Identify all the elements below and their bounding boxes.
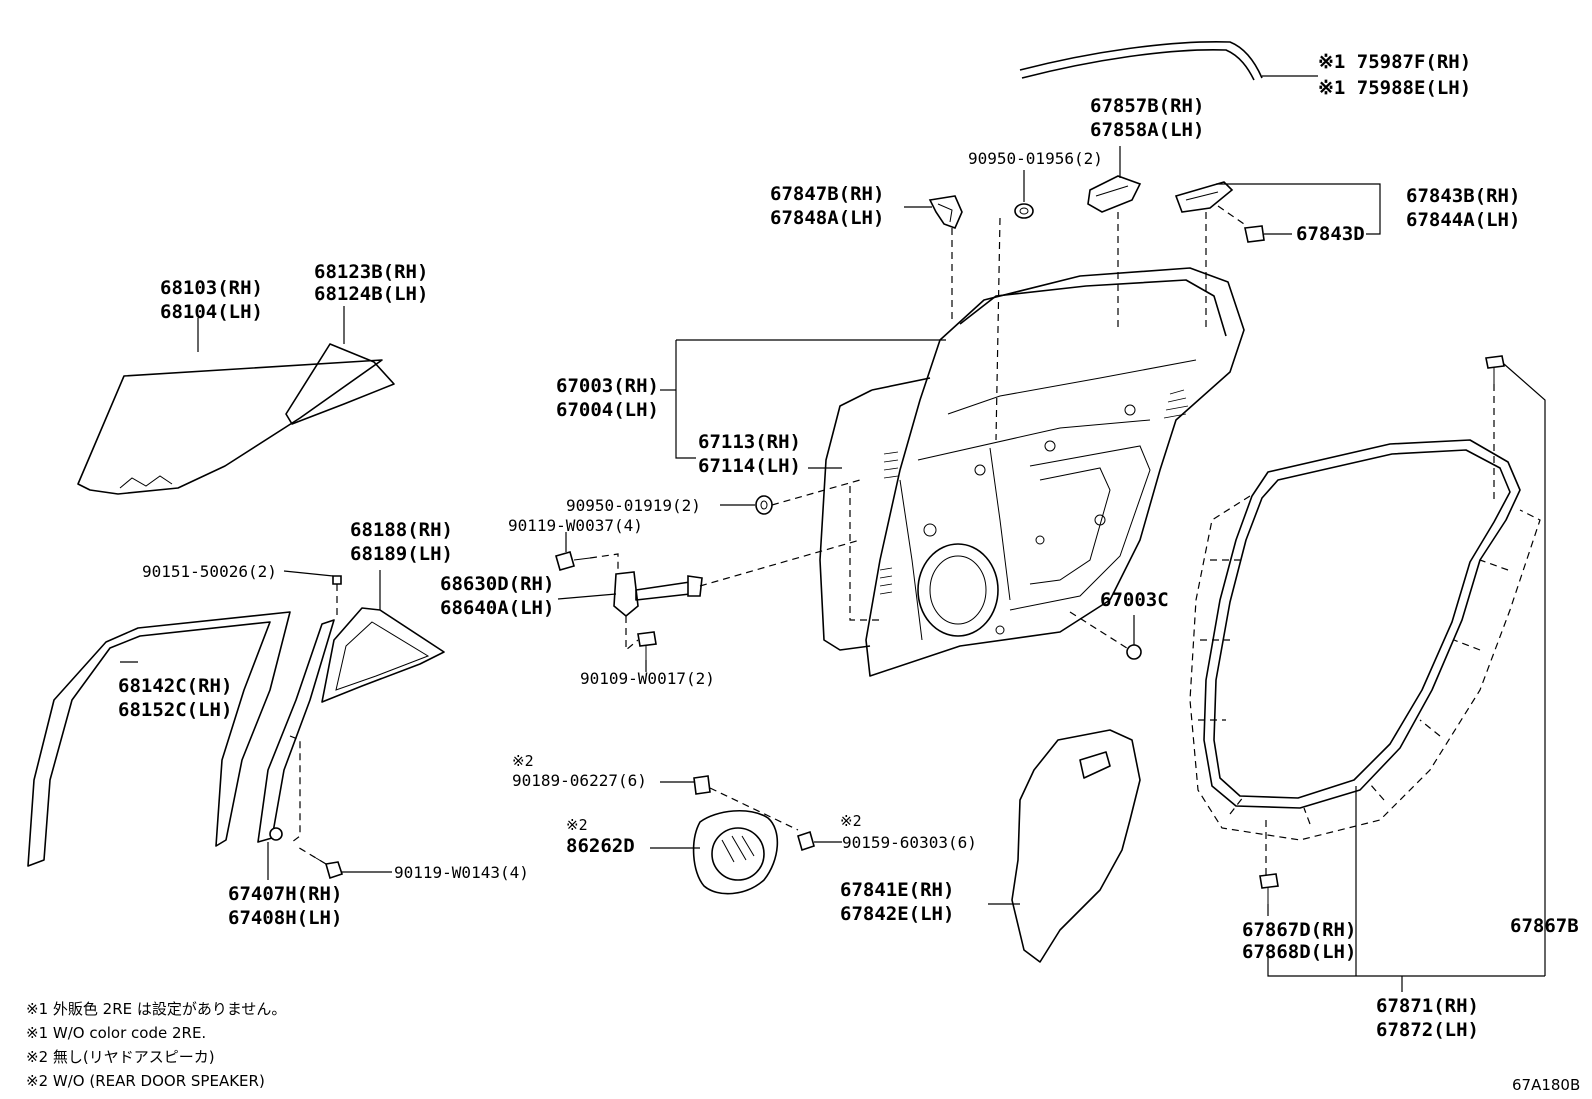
drawing-code: 67A180B — [1512, 1076, 1580, 1094]
label-68124b: 68124B(LH) — [314, 283, 428, 305]
run-channel-68142c — [27, 611, 291, 867]
label-90189-mark: ※2 — [512, 752, 534, 770]
bracket-67857b — [1087, 146, 1142, 330]
label-67843d: 67843D — [1296, 223, 1365, 245]
door-glass-68103 — [77, 318, 383, 495]
label-67867d: 67867D(RH) — [1242, 919, 1356, 941]
clip-67867d — [1259, 873, 1279, 916]
label-68640a: 68640A(LH) — [440, 597, 554, 619]
weatherstrip-67871 — [1189, 439, 1541, 880]
label-67004: 67004(LH) — [556, 399, 659, 421]
label-68188: 68188(RH) — [350, 519, 453, 541]
grommet-90950-01956 — [995, 170, 1034, 441]
label-90151-50026: 90151-50026(2) — [142, 562, 277, 581]
label-67003c: 67003C — [1100, 589, 1169, 611]
label-90159-mark: ※2 — [840, 812, 862, 830]
label-67857b: 67857B(RH) — [1090, 95, 1204, 117]
label-90119-w0037: 90119-W0037(4) — [508, 516, 643, 535]
upper-moulding-strip — [1019, 40, 1318, 81]
bracket-67843b — [1174, 181, 1381, 330]
label-68189: 68189(LH) — [350, 543, 453, 565]
label-67407h: 67407H(RH) — [228, 883, 342, 905]
retainer-67847b — [904, 195, 963, 320]
label-175988e: ※1 75988E(LH) — [1318, 77, 1471, 99]
label-67408h: 67408H(LH) — [228, 907, 342, 929]
label-67868d: 67868D(LH) — [1242, 941, 1356, 963]
label-68123b: 68123B(RH) — [314, 261, 428, 283]
grommet-90950-01919 — [720, 479, 861, 515]
label-68103: 68103(RH) — [160, 277, 263, 299]
label-90119-w0143: 90119-W0143(4) — [394, 863, 529, 882]
quarter-glass-68123b — [285, 306, 395, 425]
label-67867b: 67867B — [1510, 915, 1579, 937]
label-90109-w0017: 90109-W0017(2) — [580, 669, 715, 688]
label-68630d: 68630D(RH) — [440, 573, 554, 595]
label-90950-01956: 90950-01956(2) — [968, 149, 1103, 168]
label-67844a: 67844A(LH) — [1406, 209, 1520, 231]
screw-90159-60303 — [797, 830, 842, 852]
note-1-en: ※1 W/O color code 2RE. — [26, 1024, 206, 1042]
label-67858a: 67858A(LH) — [1090, 119, 1204, 141]
label-67847b: 67847B(RH) — [770, 183, 884, 205]
clip-90189-06227 — [660, 775, 799, 831]
label-67114: 67114(LH) — [698, 455, 801, 477]
label-67843b: 67843B(RH) — [1406, 185, 1520, 207]
service-cover-67841e — [988, 729, 1141, 963]
label-90189-06227: 90189-06227(6) — [512, 771, 647, 790]
clip-67867b — [1485, 355, 1546, 976]
label-67872: 67872(LH) — [1376, 1019, 1479, 1041]
label-bracket-67871 — [1267, 786, 1545, 992]
label-67003: 67003(RH) — [556, 375, 659, 397]
bolt-90119-w0143 — [295, 845, 392, 880]
screw-90151-50026 — [283, 570, 342, 620]
label-175987f: ※1 75987F(RH) — [1318, 51, 1471, 73]
quarter-frame-68188 — [321, 570, 445, 703]
label-67841e: 67841E(RH) — [840, 879, 954, 901]
label-86262d-mark: ※2 — [566, 816, 588, 834]
label-90950-01919: 90950-01919(2) — [566, 496, 701, 515]
label-67871: 67871(RH) — [1376, 995, 1479, 1017]
plug-67003c — [1126, 615, 1142, 660]
note-2-en: ※2 W/O (REAR DOOR SPEAKER) — [26, 1072, 265, 1090]
door-outer-panel-67113 — [808, 377, 931, 651]
door-check-68630d — [557, 539, 861, 618]
label-67113: 67113(RH) — [698, 431, 801, 453]
note-1-jp: ※1 外販色 2RE は設定がありません。 — [26, 1000, 286, 1018]
label-68142c: 68142C(RH) — [118, 675, 232, 697]
footnotes: ※1 外販色 2RE は設定がありません。 ※1 W/O color code … — [26, 1000, 286, 1090]
speaker-cover-86262d — [650, 809, 779, 895]
door-inner-panel-67003 — [660, 267, 1245, 677]
label-86262d: 86262D — [566, 835, 635, 857]
bolt-90119-w0037 — [555, 532, 619, 574]
label-68104: 68104(LH) — [160, 301, 263, 323]
label-67848a: 67848A(LH) — [770, 207, 884, 229]
label-90159-60303: 90159-60303(6) — [842, 833, 977, 852]
note-2-jp: ※2 無し(リヤドアスピーカ) — [26, 1048, 215, 1066]
label-68152c: 68152C(LH) — [118, 699, 232, 721]
division-bar-67407h — [257, 619, 335, 880]
clip-67843d — [1244, 225, 1292, 243]
bolt-90109-w0017 — [625, 616, 657, 672]
label-67842e: 67842E(LH) — [840, 903, 954, 925]
